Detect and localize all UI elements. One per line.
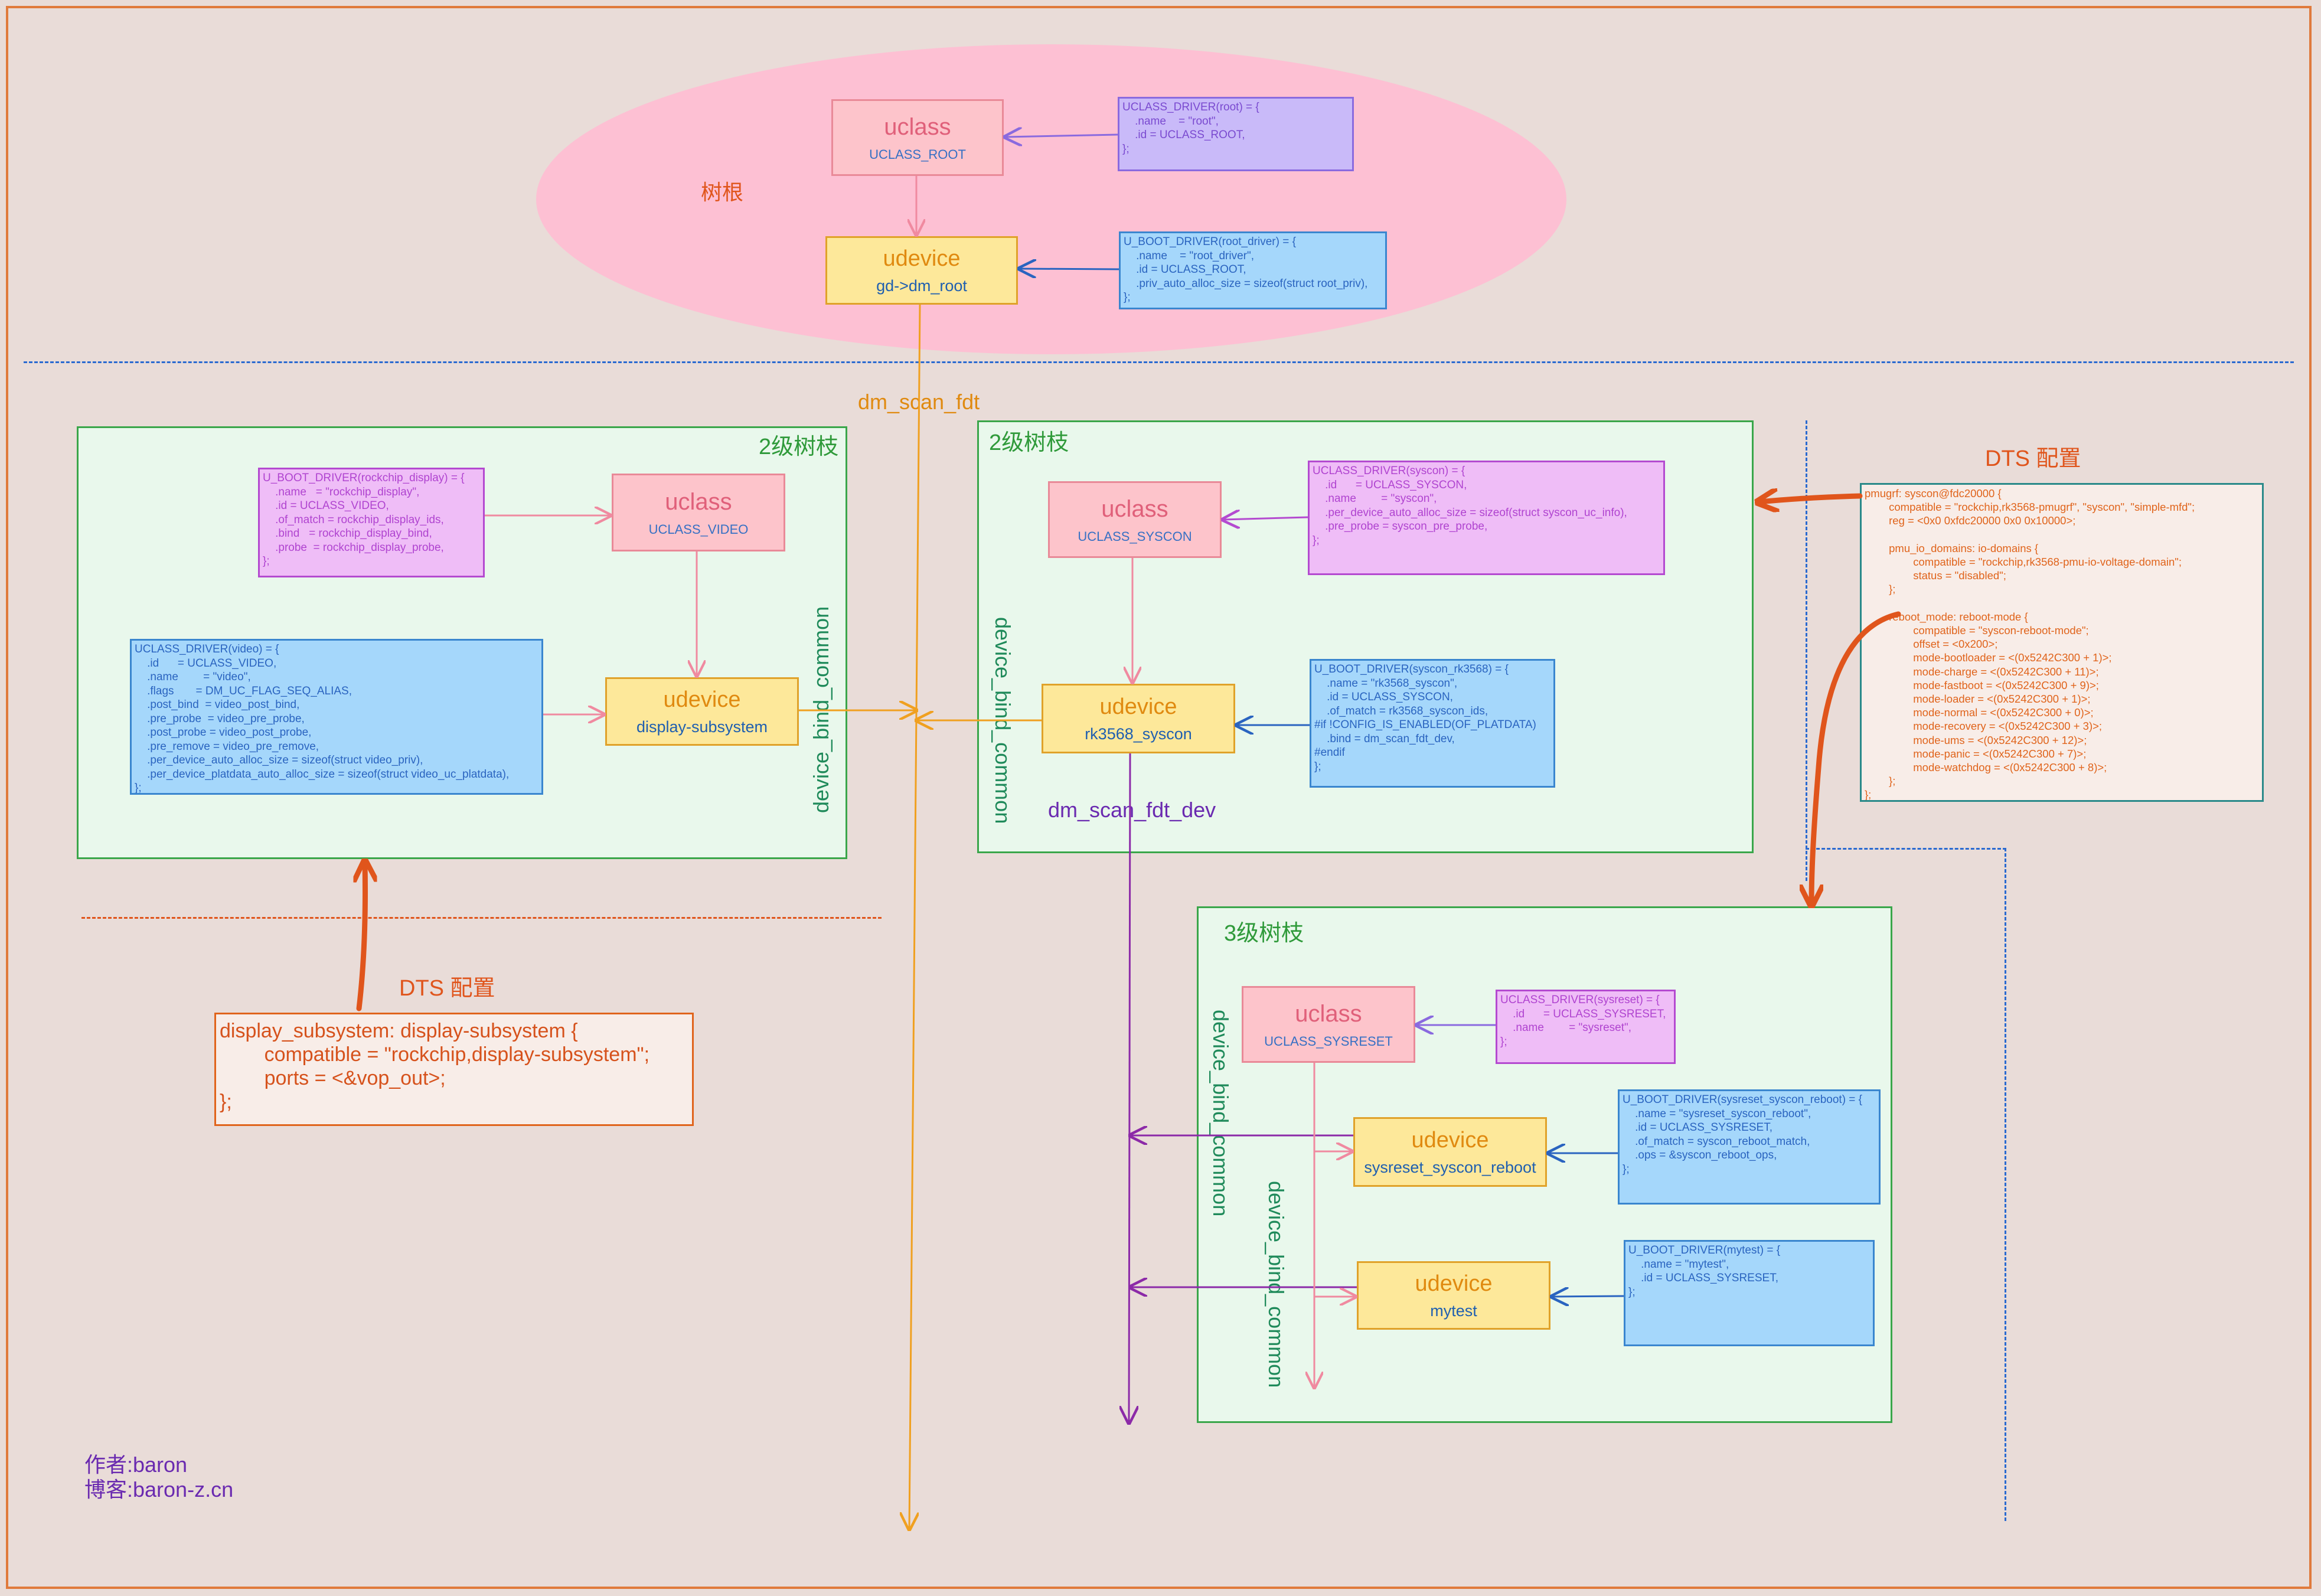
display-udevice-name: display-subsystem	[636, 718, 768, 736]
separator-right-vertical-2	[2005, 848, 2006, 1521]
sysreset-uclass-id: UCLASS_SYSRESET	[1264, 1034, 1393, 1049]
syscon-uclass-driver-code: UCLASS_DRIVER(syscon) = { .id = UCLASS_S…	[1308, 461, 1665, 575]
syscon-uclass-box: uclass UCLASS_SYSCON	[1048, 481, 1222, 558]
display-uclass-title: uclass	[665, 489, 732, 515]
dts-right-title: DTS 配置	[1985, 446, 2081, 471]
arrow-dts-reboot-to-sysreset-region	[1811, 611, 1901, 903]
author-name: 作者:baron	[84, 1453, 188, 1477]
display-region-title: 2级树枝	[759, 435, 839, 459]
sysreset-udevice-mytest-title: udevice	[1415, 1271, 1493, 1296]
display-udevice-title: udevice	[663, 687, 741, 712]
sysreset-uclass-title: uclass	[1295, 1001, 1362, 1027]
sysreset-udevice-mytest-box: udevice mytest	[1357, 1261, 1550, 1330]
arrow-dts-left-to-display-region	[359, 863, 365, 1011]
display-uclass-id: UCLASS_VIDEO	[648, 522, 749, 537]
sysreset-udevice-reboot-box: udevice sysreset_syscon_reboot	[1353, 1117, 1547, 1187]
display-uboot-driver-code: U_BOOT_DRIVER(rockchip_display) = { .nam…	[258, 468, 485, 577]
root-uboot-driver-code: U_BOOT_DRIVER(root_driver) = { .name = "…	[1119, 231, 1387, 309]
arrow-syscon-driver-to-uclass	[1223, 517, 1308, 520]
syscon-uboot-driver-code: U_BOOT_DRIVER(syscon_rk3568) = { .name =…	[1310, 659, 1555, 788]
sysreset-mytest-driver-code: U_BOOT_DRIVER(mytest) = { .name = "mytes…	[1624, 1240, 1875, 1346]
dts-right-code: pmugrf: syscon@fdc20000 { compatible = "…	[1860, 483, 2264, 802]
syscon-udevice-box: udevice rk3568_syscon	[1042, 684, 1235, 753]
root-udevice-box: udevice gd->dm_root	[825, 236, 1018, 305]
author-blog: 博客:baron-z.cn	[84, 1477, 234, 1502]
root-uclass-driver-code: UCLASS_DRIVER(root) = { .name = "root", …	[1118, 97, 1354, 171]
separator-right-horizontal	[1806, 848, 2006, 850]
syscon-uclass-title: uclass	[1101, 496, 1168, 522]
display-uclass-driver-code: UCLASS_DRIVER(video) = { .id = UCLASS_VI…	[130, 639, 543, 795]
root-udevice-title: udevice	[883, 246, 961, 271]
syscon-uclass-id: UCLASS_SYSCON	[1078, 529, 1192, 544]
separator-right-vertical	[1806, 420, 1807, 881]
sysreset-udevice-reboot-name: sysreset_syscon_reboot	[1364, 1158, 1536, 1177]
flow-dm-scan-fdt-dev	[1129, 753, 1130, 1423]
syscon-udevice-title: udevice	[1099, 694, 1177, 719]
separator-left	[81, 917, 882, 919]
separator-top	[24, 361, 2294, 363]
sysreset-uclass-driver-code: UCLASS_DRIVER(sysreset) = { .id = UCLASS…	[1496, 990, 1676, 1064]
syscon-region-title: 2级树枝	[989, 430, 1069, 455]
root-uclass-title: uclass	[884, 114, 951, 140]
root-udevice-name: gd->dm_root	[876, 277, 967, 295]
root-ellipse	[536, 44, 1566, 354]
diagram-frame	[6, 6, 2312, 1589]
sysreset-reboot-driver-code: U_BOOT_DRIVER(sysreset_syscon_reboot) = …	[1618, 1089, 1881, 1205]
syscon-udevice-name: rk3568_syscon	[1085, 725, 1192, 743]
flow-dm-scan-fdt	[909, 304, 921, 1529]
sysreset-region-title: 3级树枝	[1224, 921, 1304, 946]
sysreset-udevice-reboot-title: udevice	[1411, 1127, 1489, 1153]
arrow-mytest-driver-to-udevice	[1552, 1296, 1624, 1297]
root-label: 树根	[701, 180, 744, 204]
sysreset-uclass-box: uclass UCLASS_SYSRESET	[1242, 986, 1415, 1063]
sysreset-udevice-mytest-name: mytest	[1430, 1302, 1477, 1320]
display-udevice-box: udevice display-subsystem	[605, 677, 799, 746]
root-uclass-id: UCLASS_ROOT	[869, 147, 966, 162]
arrow-root-driver-to-uclass	[1005, 135, 1118, 137]
dts-left-code: display_subsystem: display-subsystem { c…	[214, 1013, 694, 1126]
dm-scan-fdt-dev-label: dm_scan_fdt_dev	[1048, 798, 1216, 822]
arrow-dts-right-to-syscon-region	[1759, 496, 1863, 502]
display-uclass-box: uclass UCLASS_VIDEO	[612, 474, 785, 551]
dts-left-title: DTS 配置	[399, 976, 495, 1001]
